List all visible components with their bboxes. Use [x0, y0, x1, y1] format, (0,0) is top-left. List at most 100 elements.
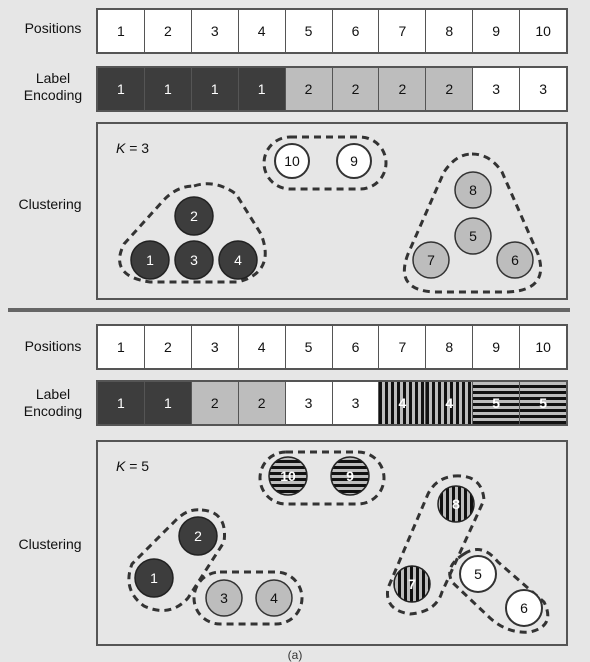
- top-node-1: 1: [130, 240, 170, 280]
- top-position-cell: 9: [473, 10, 521, 52]
- bottom-clustering-label: Clustering: [18, 536, 82, 552]
- top-node-1-label: 1: [146, 252, 154, 268]
- bottom-encoding-cell: 1: [144, 382, 192, 424]
- top-node-2-label: 2: [190, 208, 198, 224]
- top-clustering-panel: K = 3 10 9 2 1 3 4: [96, 122, 568, 300]
- bottom-position-cell: 3: [191, 326, 239, 368]
- bottom-encoding-cell: 3: [285, 382, 333, 424]
- bottom-node-10: 10: [268, 456, 308, 496]
- bottom-encoding-cell: 2: [238, 382, 286, 424]
- top-encoding-row: 1 1 1 1 2 2 2 2 3 3: [96, 66, 568, 112]
- bottom-encoding-label: Label Encoding: [10, 386, 96, 420]
- top-position-cell: 10: [520, 10, 567, 52]
- top-encoding-label-line2: Encoding: [23, 87, 83, 103]
- bottom-node-8-label: 8: [452, 496, 460, 512]
- bottom-encoding-cell: 4: [426, 382, 474, 424]
- bottom-node-3: 3: [205, 579, 243, 617]
- bottom-positions-row: 1 2 3 4 5 6 7 8 9 10: [96, 324, 568, 370]
- top-node-10: 10: [274, 143, 310, 179]
- bottom-position-cell: 6: [332, 326, 380, 368]
- top-node-6-label: 6: [511, 252, 519, 268]
- top-node-8-label: 8: [469, 182, 477, 198]
- bottom-node-5-label: 5: [474, 566, 482, 582]
- figure-caption: (a): [287, 648, 303, 662]
- top-position-cell: 3: [191, 10, 239, 52]
- top-encoding-cell: 1: [98, 68, 145, 110]
- bottom-node-1-label: 1: [150, 570, 158, 586]
- bottom-positions-label: Positions: [24, 338, 82, 354]
- top-encoding-cell: 1: [238, 68, 286, 110]
- top-node-7-label: 7: [427, 252, 435, 268]
- top-clustering-label: Clustering: [18, 196, 82, 212]
- top-cluster-outline-white: [262, 135, 388, 191]
- top-position-cell: 2: [144, 10, 192, 52]
- bottom-encoding-cell: 3: [332, 382, 380, 424]
- top-k-value: = 3: [125, 140, 150, 156]
- top-node-6: 6: [496, 241, 534, 279]
- bottom-k-label: K = 5: [116, 458, 149, 474]
- top-positions-label: Positions: [24, 20, 82, 36]
- top-node-4: 4: [218, 240, 258, 280]
- bottom-encoding-cell: 4: [379, 382, 427, 424]
- bottom-cluster-outline-hstripe: [258, 450, 386, 506]
- top-position-cell: 1: [98, 10, 145, 52]
- bottom-node-8: 8: [437, 485, 475, 523]
- bottom-clustering-panel: K = 5 10 9 2: [96, 440, 568, 646]
- top-position-cell: 8: [426, 10, 474, 52]
- top-position-cell: 6: [332, 10, 380, 52]
- top-encoding-cell: 3: [520, 68, 567, 110]
- bottom-cluster-diagram: 10 9 2 1 3 4 8 7: [127, 450, 550, 634]
- bottom-encoding-cell: 5: [520, 382, 567, 424]
- bottom-cluster-outline-white: [448, 548, 550, 634]
- top-node-5: 5: [454, 217, 492, 255]
- bottom-encoding-row: 1 1 2 2 3 3 4 4 5 5: [96, 380, 568, 426]
- top-encoding-cell: 2: [332, 68, 380, 110]
- top-node-5-label: 5: [469, 228, 477, 244]
- top-encoding-cell: 1: [144, 68, 192, 110]
- bottom-position-cell: 2: [144, 326, 192, 368]
- top-positions-row: 1 2 3 4 5 6 7 8 9 10: [96, 8, 568, 54]
- bottom-node-4-label: 4: [270, 590, 278, 606]
- bottom-encoding-cell: 1: [98, 382, 145, 424]
- bottom-encoding-cell: 5: [473, 382, 521, 424]
- bottom-cluster-outline-dark: [127, 508, 227, 612]
- top-cluster-diagram: 10 9 2 1 3 4 8 5: [118, 135, 543, 294]
- top-position-cell: 7: [379, 10, 427, 52]
- bottom-node-5: 5: [459, 555, 497, 593]
- top-node-3: 3: [174, 240, 214, 280]
- top-k-label: K = 3: [116, 140, 149, 156]
- bottom-node-4: 4: [255, 579, 293, 617]
- bottom-position-cell: 4: [238, 326, 286, 368]
- bottom-node-1: 1: [134, 558, 174, 598]
- top-node-9: 9: [336, 143, 372, 179]
- top-node-4-label: 4: [234, 252, 242, 268]
- top-k-var: K: [116, 140, 126, 156]
- bottom-node-7: 7: [393, 565, 431, 603]
- bottom-position-cell: 7: [379, 326, 427, 368]
- top-encoding-cell: 3: [473, 68, 521, 110]
- bottom-encoding-label-line2: Encoding: [23, 403, 83, 419]
- bottom-node-7-label: 7: [408, 576, 416, 592]
- bottom-node-9-label: 9: [346, 468, 354, 484]
- top-position-cell: 4: [238, 10, 286, 52]
- top-node-7: 7: [412, 241, 450, 279]
- bottom-position-cell: 9: [473, 326, 521, 368]
- top-node-10-label: 10: [284, 153, 300, 169]
- top-node-2: 2: [174, 196, 214, 236]
- bottom-position-cell: 5: [285, 326, 333, 368]
- top-node-8: 8: [454, 171, 492, 209]
- bottom-node-2-label: 2: [194, 528, 202, 544]
- bottom-node-6: 6: [505, 589, 543, 627]
- section-divider: [8, 308, 570, 312]
- top-node-9-label: 9: [350, 153, 358, 169]
- bottom-cluster-outline-vstripe: [385, 474, 486, 616]
- top-encoding-cell: 2: [426, 68, 474, 110]
- bottom-node-3-label: 3: [220, 590, 228, 606]
- bottom-node-6-label: 6: [520, 600, 528, 616]
- top-encoding-cell: 1: [191, 68, 239, 110]
- bottom-position-cell: 10: [520, 326, 567, 368]
- top-encoding-cell: 2: [285, 68, 333, 110]
- bottom-node-10-label: 10: [280, 468, 296, 484]
- top-encoding-label-line1: Label: [35, 70, 71, 86]
- bottom-cluster-outline-mid: [192, 570, 304, 626]
